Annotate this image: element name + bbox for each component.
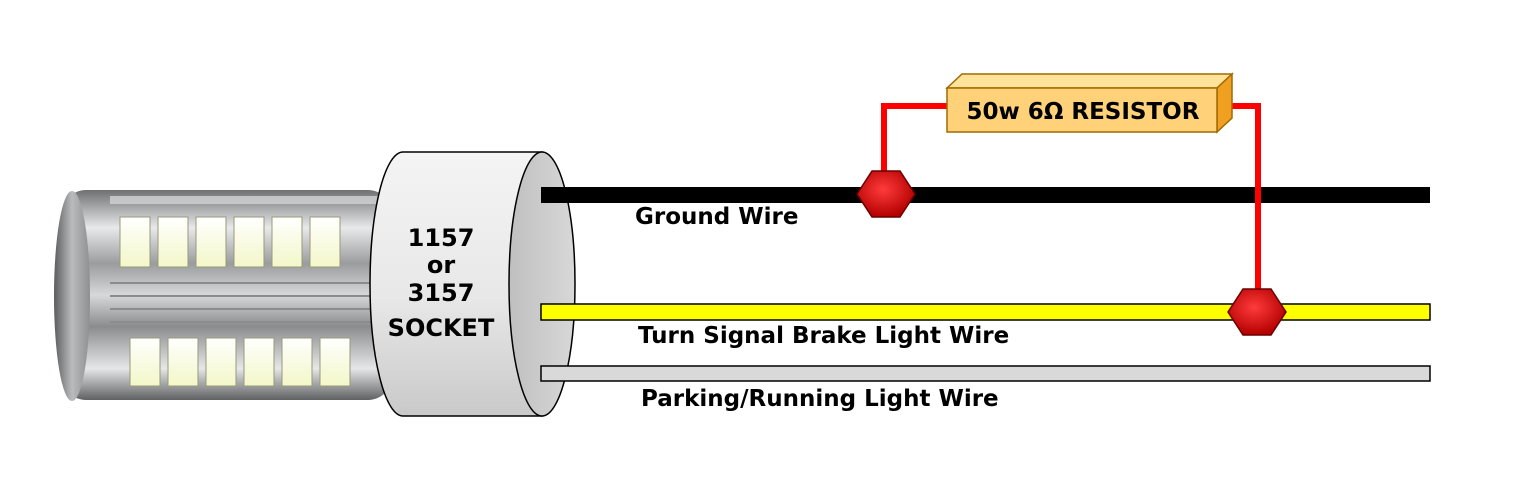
resistor-lead-right: [1222, 103, 1261, 310]
socket-label-line1: 1157: [408, 224, 475, 252]
turn-signal-wire-label: Turn Signal Brake Light Wire: [638, 323, 1009, 349]
socket-label-line2: or: [427, 251, 455, 279]
socket: [369, 151, 576, 417]
led-bulb-icon: [54, 190, 392, 401]
parking-wire: [540, 365, 1431, 382]
wire-tap-connector-icon: [856, 170, 916, 218]
ground-wire-label: Ground Wire: [635, 204, 798, 230]
socket-label-line4: SOCKET: [388, 314, 495, 342]
turn-signal-wire: [540, 303, 1431, 321]
resistor: [945, 72, 1234, 134]
resistor-label: 50w 6Ω RESISTOR: [967, 99, 1200, 125]
parking-wire-label: Parking/Running Light Wire: [641, 386, 999, 412]
ground-wire: [541, 187, 1430, 203]
socket-label-line3: 3157: [408, 279, 475, 307]
wire-tap-connector-icon: [1227, 288, 1287, 336]
resistor-lead-left: [881, 103, 950, 192]
